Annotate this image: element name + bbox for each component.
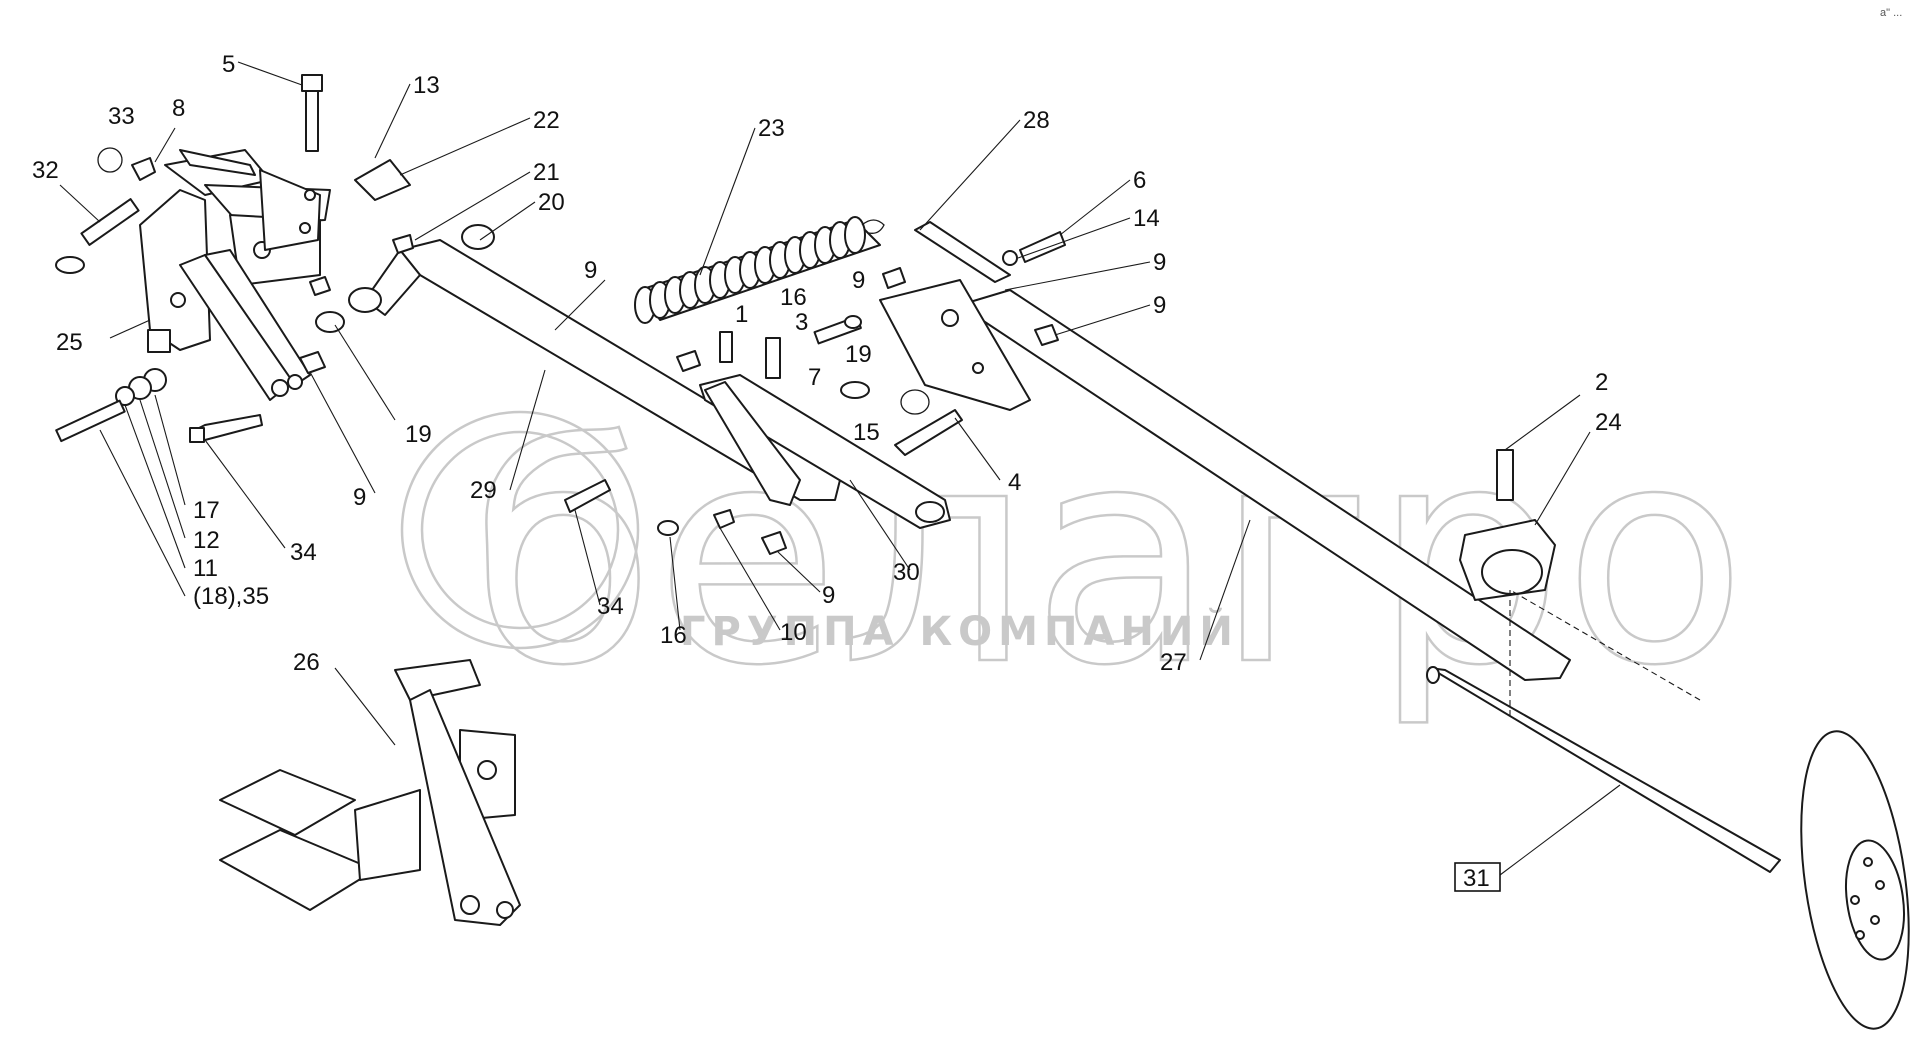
label-27: 27 <box>1160 649 1187 676</box>
label-21: 21 <box>533 159 560 186</box>
spring-23 <box>634 216 885 324</box>
label-19-b: 19 <box>405 421 432 448</box>
label-30: 30 <box>893 559 920 586</box>
label-12: 12 <box>193 527 220 554</box>
label-32: 32 <box>32 157 59 184</box>
label-24: 24 <box>1595 409 1622 436</box>
part-labels: 5 13 22 33 8 32 21 20 23 28 6 14 9 9 9 9… <box>32 51 1622 892</box>
label-34-b: 34 <box>597 593 624 620</box>
label-3: 3 <box>795 309 808 336</box>
label-5: 5 <box>222 51 235 78</box>
arm-30 <box>699 374 951 529</box>
link-plates <box>179 249 311 401</box>
label-8: 8 <box>172 95 185 122</box>
label-33: 33 <box>108 103 135 130</box>
label-9-e: 9 <box>353 484 366 511</box>
label-23: 23 <box>758 115 785 142</box>
label-29: 29 <box>470 477 497 504</box>
plate-7 <box>704 381 801 506</box>
label-15: 15 <box>853 419 880 446</box>
watermark-tagline: ГРУППА КОМПАНИЙ <box>680 607 1239 655</box>
label-9-d: 9 <box>852 267 865 294</box>
label-19-a: 19 <box>845 341 872 368</box>
label-28: 28 <box>1023 107 1050 134</box>
label-13: 13 <box>413 72 440 99</box>
label-26: 26 <box>293 649 320 676</box>
label-9-a: 9 <box>1153 249 1166 276</box>
label-9-c: 9 <box>584 257 597 284</box>
label-25: 25 <box>56 329 83 356</box>
label-34-a: 34 <box>290 539 317 566</box>
label-11: 11 <box>193 555 218 582</box>
bracket-25 <box>139 149 331 351</box>
label-31: 31 <box>1463 865 1490 892</box>
clamp-24 <box>1459 519 1556 601</box>
bracket-4 <box>879 279 1031 411</box>
bracket-26 <box>219 659 521 926</box>
label-22: 22 <box>533 107 560 134</box>
label-16-b: 16 <box>660 622 687 649</box>
shaft-31 <box>1426 666 1910 1030</box>
label-17: 17 <box>193 497 220 524</box>
label-31-box <box>1454 862 1501 892</box>
label-6: 6 <box>1133 167 1146 194</box>
leader-lines <box>59 61 1701 876</box>
label-9-b: 9 <box>1153 292 1166 319</box>
label-1: 1 <box>735 301 748 328</box>
corner-mark: a" ... <box>1880 7 1902 19</box>
label-7: 7 <box>808 364 821 391</box>
label-2: 2 <box>1595 369 1608 396</box>
label-20: 20 <box>538 189 565 216</box>
fasteners <box>55 74 1514 555</box>
label-16-a: 16 <box>780 284 807 311</box>
label-14: 14 <box>1133 205 1160 232</box>
label-18-35: (18),35 <box>193 583 269 610</box>
link-28 <box>914 221 1011 283</box>
label-4: 4 <box>1008 469 1021 496</box>
label-9-f: 9 <box>822 582 835 609</box>
label-10: 10 <box>780 619 807 646</box>
